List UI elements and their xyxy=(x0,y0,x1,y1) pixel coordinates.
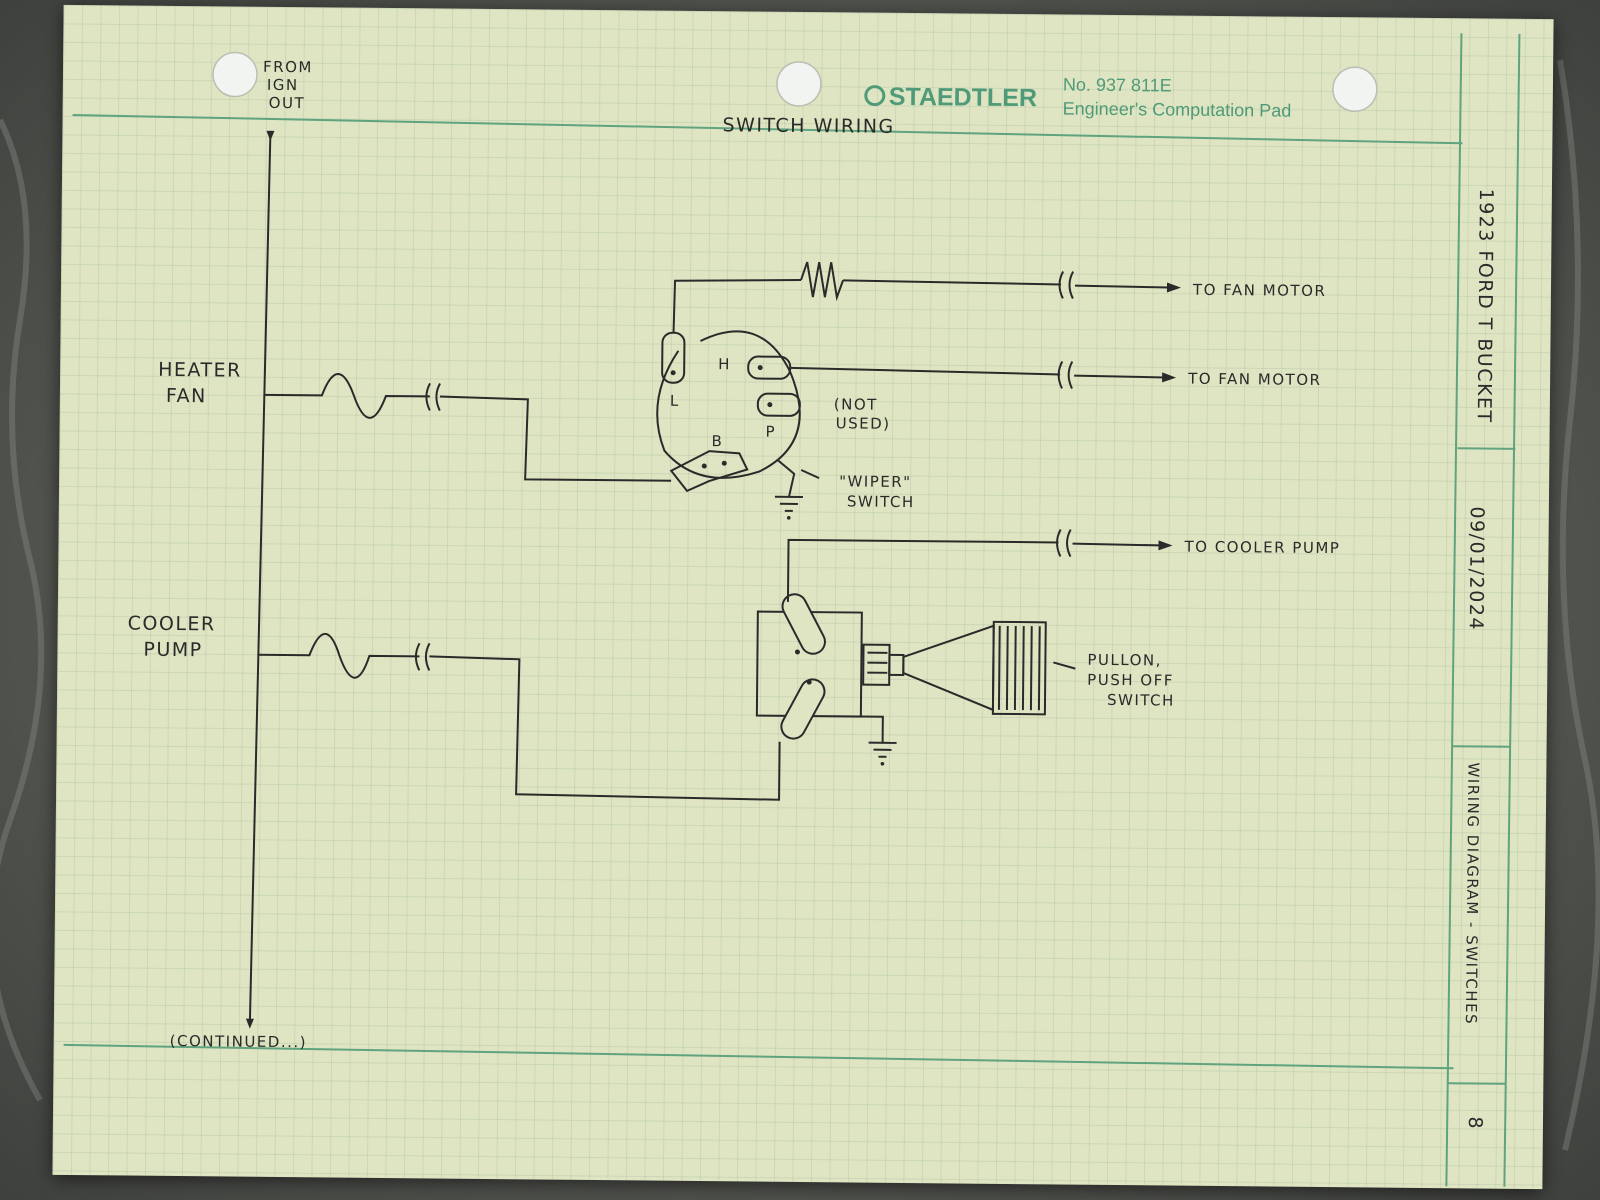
heater-break-mark xyxy=(425,382,441,411)
staedtler-logo: STAEDTLER xyxy=(864,83,1037,112)
computation-pad-sheet: STAEDTLER No. 937 811E Engineer's Comput… xyxy=(52,4,1554,1190)
cooler-to-switch-wire xyxy=(429,655,781,801)
side-date: 09/01/2024 xyxy=(1465,506,1488,631)
not-used-line1: (NOT xyxy=(834,395,878,413)
l-output-wire-b xyxy=(843,279,1062,286)
fan-break-mark-1 xyxy=(1058,270,1075,300)
cooler-break-mark xyxy=(414,642,431,671)
switch-ground-wire xyxy=(860,715,884,743)
l-output-wire-a xyxy=(672,278,802,333)
side-title: 1923 FORD T BUCKET xyxy=(1473,188,1497,423)
fan-arrow-line-2 xyxy=(1074,374,1165,379)
resistor-icon xyxy=(800,261,844,302)
cooler-arrow-line xyxy=(1072,542,1161,547)
title-block-divider-3 xyxy=(1447,1082,1506,1085)
wiper-switch xyxy=(656,330,801,493)
product-number: No. 937 811E xyxy=(1063,74,1172,95)
heater-label-line2: FAN xyxy=(166,385,207,407)
h-output-wire xyxy=(790,366,1061,376)
page-number: 8 xyxy=(1464,1116,1486,1130)
fan-arrow-line-1 xyxy=(1074,284,1170,289)
heater-fuse-wire xyxy=(264,373,430,419)
terminal-b-lug xyxy=(669,450,749,493)
title-block-divider-2 xyxy=(1452,745,1511,748)
cooler-label-line1: COOLER xyxy=(128,613,216,636)
right-margin-rule xyxy=(1445,33,1463,1187)
cooler-break-mark-out xyxy=(1056,528,1072,558)
header-rule xyxy=(72,113,1463,145)
to-fan-motor-label-2: TO FAN MOTOR xyxy=(1187,370,1322,389)
wiper-leader-line xyxy=(800,469,820,480)
source-label-line1: FROM xyxy=(263,58,313,76)
terminal-h-label: H xyxy=(718,355,731,373)
cooler-arrowhead xyxy=(1158,540,1173,551)
right-edge-rule xyxy=(1503,33,1521,1187)
fan-arrowhead-1 xyxy=(1166,282,1181,293)
heater-to-switch-wire xyxy=(439,395,672,482)
wiper-label-line2: SWITCH xyxy=(847,492,915,511)
switch-collar xyxy=(862,643,891,686)
pull-switch-label-line1: PULLON, xyxy=(1087,651,1162,670)
pull-switch-leader xyxy=(1053,661,1076,670)
pull-switch-label-line2: PUSH OFF xyxy=(1087,671,1174,690)
heater-label-line1: HEATER xyxy=(158,359,242,382)
switch-lower-terminal xyxy=(780,678,826,740)
wiring-diagram: STAEDTLER No. 937 811E Engineer's Comput… xyxy=(63,33,1521,1187)
wiper-label-line1: "WIPER" xyxy=(839,472,912,491)
ignition-bus-wire xyxy=(248,130,272,1022)
bus-top-arrow xyxy=(266,130,275,141)
punch-hole-left xyxy=(212,51,258,98)
cooler-label-line2: PUMP xyxy=(143,639,202,662)
switch-upper-terminal xyxy=(781,593,826,655)
wiper-ground-wire xyxy=(776,458,796,498)
terminal-p-lug xyxy=(756,392,801,417)
to-cooler-pump-label: TO COOLER PUMP xyxy=(1183,538,1340,558)
cooler-fuse-wire xyxy=(257,633,420,679)
footer-rule xyxy=(63,1043,1454,1070)
fan-break-mark-2 xyxy=(1057,360,1074,390)
continued-label: (CONTINUED...) xyxy=(170,1032,307,1051)
cooler-output-wire xyxy=(786,538,1059,602)
svg-text:STAEDTLER: STAEDTLER xyxy=(889,83,1037,112)
switch-ground-icon xyxy=(868,741,897,766)
source-label-line2: IGN xyxy=(267,76,299,94)
bus-bottom-arrow xyxy=(245,1018,254,1029)
to-fan-motor-label-1: TO FAN MOTOR xyxy=(1192,281,1327,300)
pull-switch-label-line3: SWITCH xyxy=(1107,691,1175,710)
terminal-p-label: P xyxy=(765,423,776,441)
sheet-title: SWITCH WIRING xyxy=(722,114,894,138)
wiper-ground-icon xyxy=(774,495,803,520)
terminal-l-label: L xyxy=(670,392,680,410)
title-block-divider-1 xyxy=(1457,447,1516,450)
not-used-line2: USED) xyxy=(836,414,891,433)
punch-hole-right xyxy=(1332,66,1378,113)
switch-knob-cone xyxy=(902,624,995,712)
fan-arrowhead-2 xyxy=(1162,372,1177,383)
punch-hole-center xyxy=(776,61,822,107)
terminal-b-label: B xyxy=(711,432,723,450)
product-name: Engineer's Computation Pad xyxy=(1063,98,1292,120)
switch-knob-grip xyxy=(991,620,1047,716)
pull-push-switch xyxy=(755,593,1047,740)
side-subject: WIRING DIAGRAM - SWITCHES xyxy=(1462,762,1483,1025)
source-label-line3: OUT xyxy=(269,94,306,112)
